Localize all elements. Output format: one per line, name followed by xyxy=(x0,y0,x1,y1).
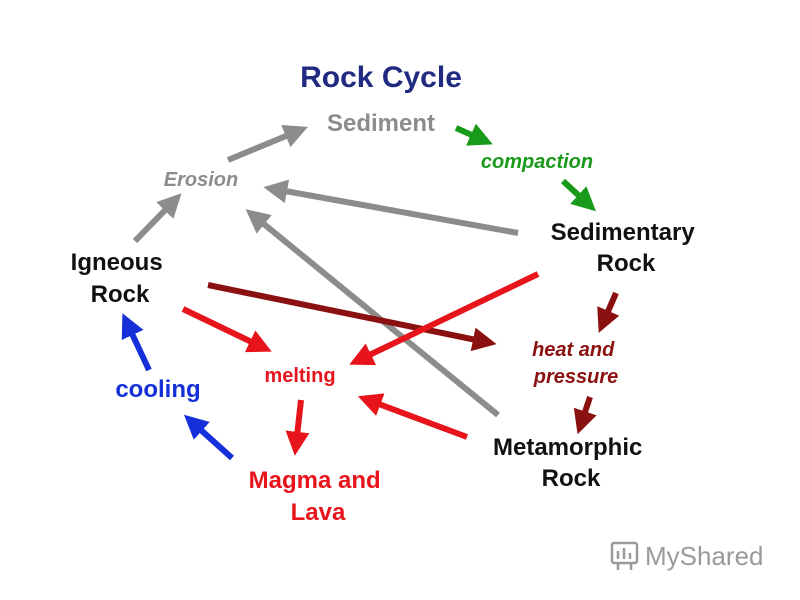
label-igneous-rock: Igneous Rock xyxy=(71,249,170,308)
arrow-metamorphic-to-melting xyxy=(357,393,469,440)
label-metamorphic-rock: Metamorphic Rock xyxy=(493,434,649,492)
label-heat-and-pressure: heat and pressure xyxy=(532,339,620,388)
watermark: MyShared xyxy=(610,541,764,571)
label-sediment: Sediment xyxy=(327,110,435,137)
arrow-igneous-to-erosion xyxy=(132,193,182,244)
label-sedimentary-rock: Sedimentary Rock xyxy=(551,219,702,277)
arrow-metamorphic-to-erosion xyxy=(245,209,500,418)
arrow-sedimentary-to-melting xyxy=(349,271,540,366)
myshared-logo-icon xyxy=(610,541,639,570)
arrow-sediment-to-compaction xyxy=(454,123,493,146)
label-melting: melting xyxy=(264,365,335,387)
arrow-igneous-to-heat xyxy=(207,282,497,352)
arrows xyxy=(121,123,620,461)
diagram-title: Rock Cycle xyxy=(300,61,462,94)
label-compaction: compaction xyxy=(481,151,593,173)
label-cooling: cooling xyxy=(115,376,200,403)
arrow-igneous-to-melting xyxy=(181,306,272,353)
label-magma-and-lava: Magma and Lava xyxy=(249,467,388,526)
arrow-heat-to-metamorphic xyxy=(573,396,597,435)
arrow-melting-to-magma xyxy=(285,399,310,456)
arrow-compaction-to-sedimentary xyxy=(560,178,596,212)
arrow-sedimentary-to-erosion xyxy=(263,179,519,236)
arrow-sedimentary-to-heat xyxy=(597,291,620,333)
watermark-text: MyShared xyxy=(645,541,764,571)
arrow-erosion-to-sediment xyxy=(226,124,308,163)
arrow-magma-to-cooling xyxy=(183,414,235,461)
arrow-cooling-to-igneous xyxy=(121,313,152,372)
label-erosion: Erosion xyxy=(164,169,238,191)
